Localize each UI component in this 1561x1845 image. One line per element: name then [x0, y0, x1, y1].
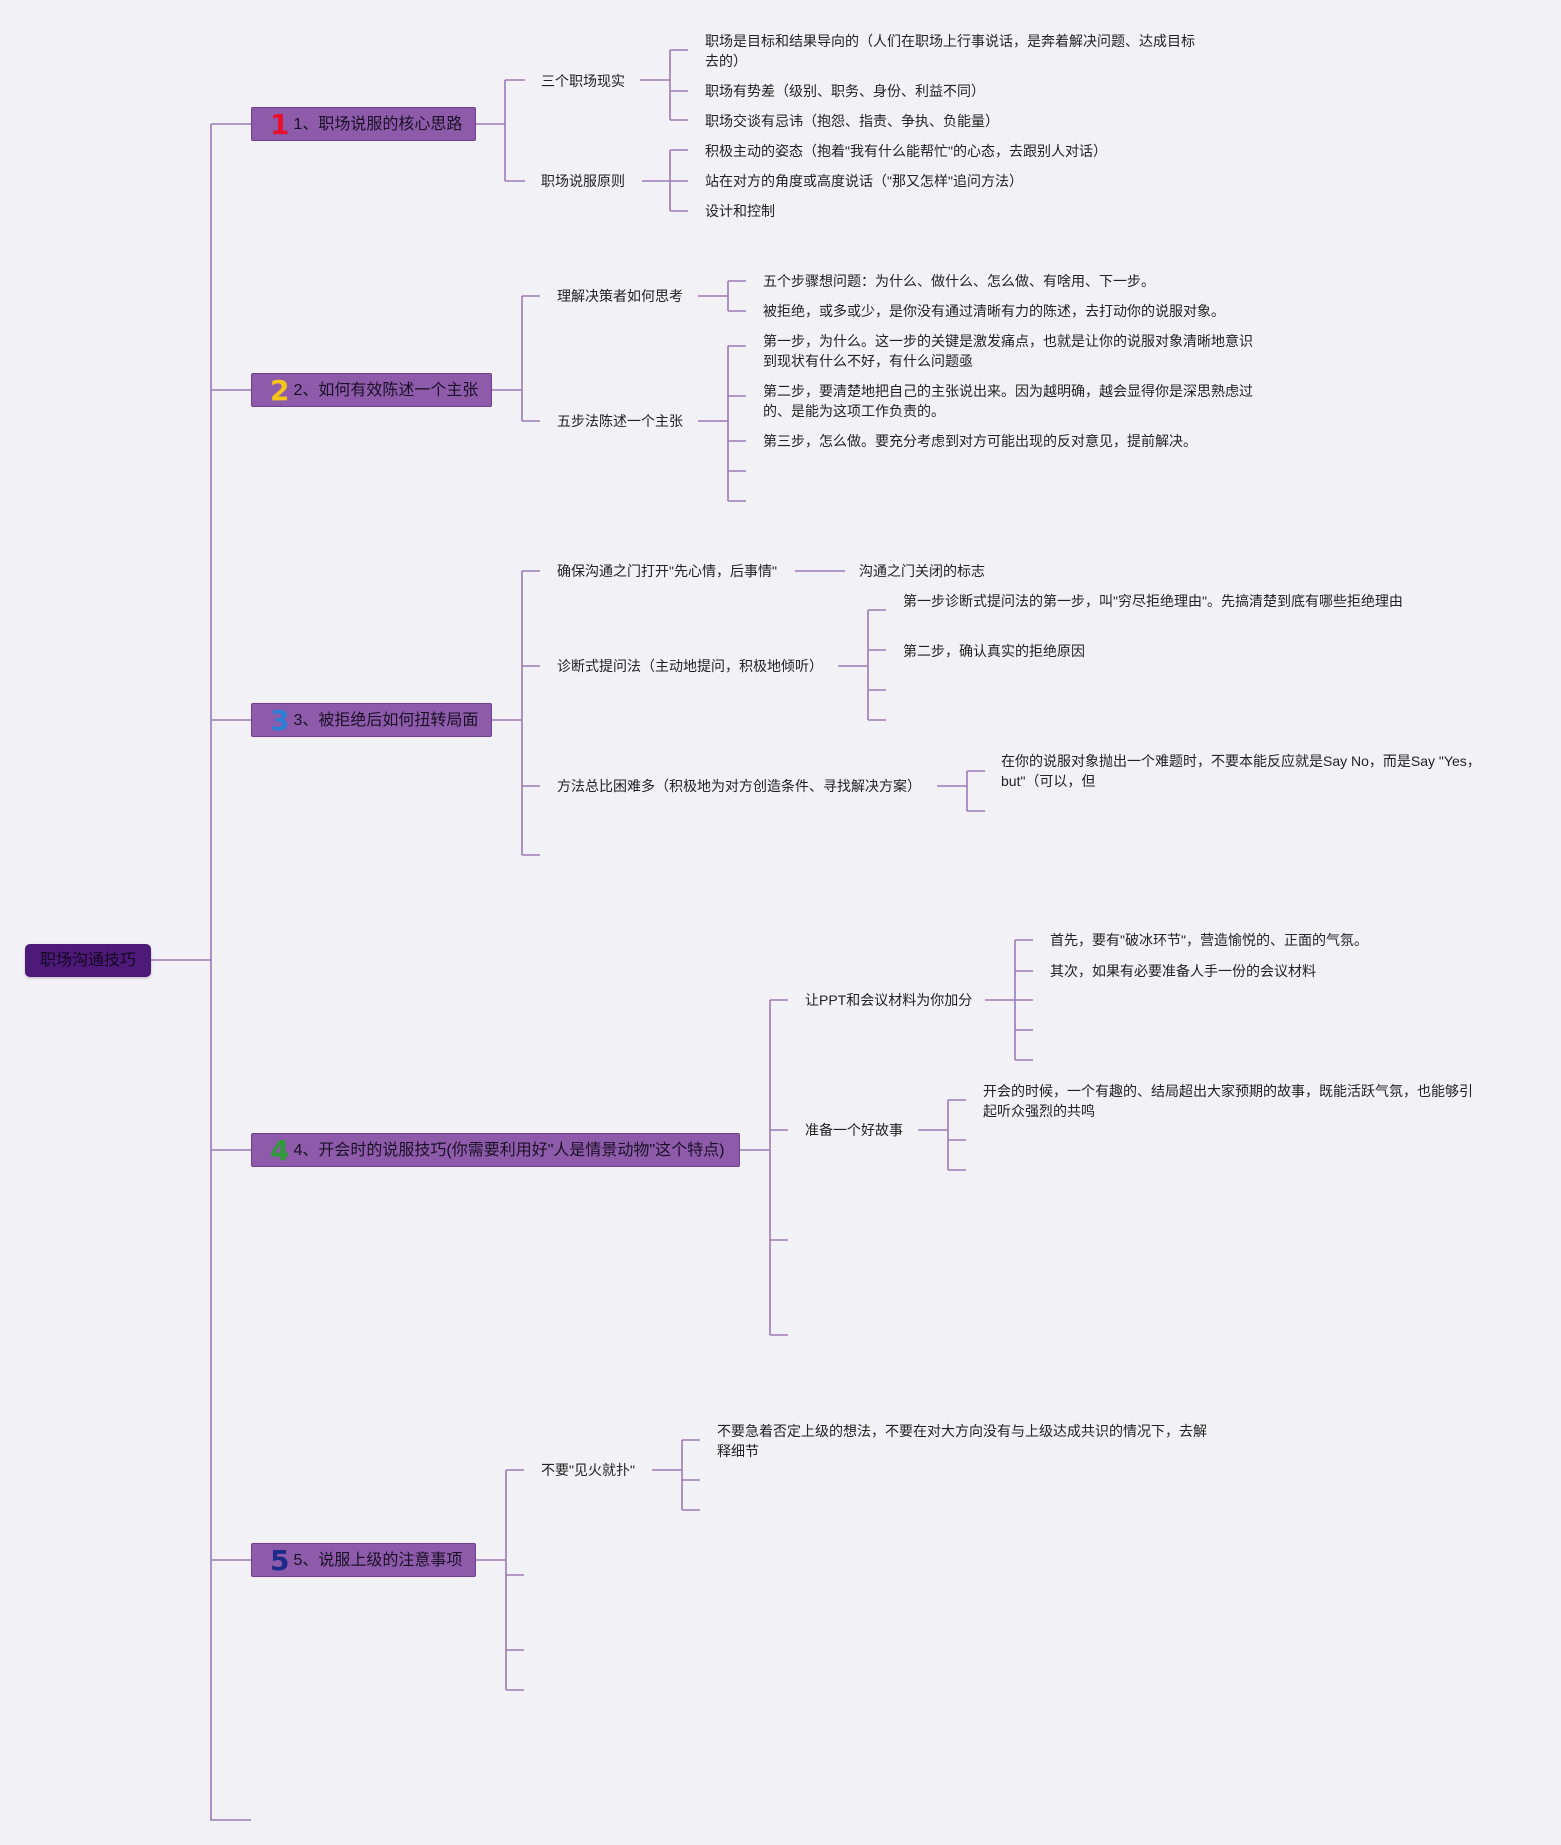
number-2-icon: 2	[270, 374, 290, 407]
b3-sub1[interactable]: 确保沟通之门打开"先心情，后事情"	[557, 563, 777, 579]
b1-sub2-leaf2[interactable]: 站在对方的角度或高度说话（"那又怎样"追问方法）	[705, 173, 1023, 189]
b5-sub1[interactable]: 不要"见火就扑"	[541, 1462, 635, 1478]
b2-sub1-leaf2[interactable]: 被拒绝，或多或少，是你没有通过清晰有力的陈述，去打动你的说服对象。	[763, 303, 1225, 319]
branch-5-label: 5、说服上级的注意事项	[293, 1552, 463, 1569]
b1-sub1-leaf3[interactable]: 职场交谈有忌讳（抱怨、指责、争执、负能量）	[705, 113, 999, 129]
b1-sub1-leaf1[interactable]: 职场是目标和结果导向的（人们在职场上行事说话，是奔着解决问题、达成目标去的）	[705, 33, 1195, 69]
b1-sub1-leaf2[interactable]: 职场有势差（级别、职务、身份、利益不同）	[705, 83, 985, 99]
b3-sub2[interactable]: 诊断式提问法（主动地提问，积极地倾听）	[557, 658, 823, 674]
b2-sub1-leaf1[interactable]: 五个步骤想问题：为什么、做什么、怎么做、有啥用、下一步。	[763, 273, 1155, 289]
b3-sub2-leaf1[interactable]: 第一步诊断式提问法的第一步，叫"穷尽拒绝理由"。先搞清楚到底有哪些拒绝理由	[903, 593, 1403, 609]
b3-sub2-leaf2[interactable]: 第二步，确认真实的拒绝原因	[903, 643, 1085, 659]
b2-sub2[interactable]: 五步法陈述一个主张	[557, 413, 683, 429]
b2-sub2-leaf1[interactable]: 第一步，为什么。这一步的关键是激发痛点，也就是让你的说服对象清晰地意识到现状有什…	[763, 333, 1253, 369]
b4-sub2[interactable]: 准备一个好故事	[805, 1122, 903, 1138]
b4-sub1[interactable]: 让PPT和会议材料为你加分	[805, 992, 973, 1008]
b4-sub2-leaf1[interactable]: 开会的时候，一个有趣的、结局超出大家预期的故事，既能活跃气氛，也能够引起听众强烈…	[983, 1083, 1473, 1119]
branch-2-label: 2、如何有效陈述一个主张	[293, 382, 479, 399]
b5-sub1-leaf1[interactable]: 不要急着否定上级的想法，不要在对大方向没有与上级达成共识的情况下，去解释细节	[717, 1423, 1207, 1459]
b1-sub2[interactable]: 职场说服原则	[541, 173, 625, 189]
b4-sub1-leaf1[interactable]: 首先，要有"破冰环节"，营造愉悦的、正面的气氛。	[1050, 932, 1368, 948]
b2-sub2-leaf2[interactable]: 第二步，要清楚地把自己的主张说出来。因为越明确，越会显得你是深思熟虑过的、是能为…	[763, 383, 1253, 419]
number-4-icon: 4	[270, 1134, 290, 1167]
b3-sub3[interactable]: 方法总比困难多（积极地为对方创造条件、寻找解决方案）	[557, 778, 921, 794]
number-1-icon: 1	[270, 108, 290, 141]
b3-sub3-leaf1[interactable]: 在你的说服对象抛出一个难题时，不要本能反应就是Say No，而是Say "Yes…	[1001, 753, 1481, 789]
b1-sub2-leaf1[interactable]: 积极主动的姿态（抱着"我有什么能帮忙"的心态，去跟别人对话）	[705, 143, 1107, 159]
b4-sub1-leaf2[interactable]: 其次，如果有必要准备人手一份的会议材料	[1050, 963, 1316, 979]
b1-sub2-leaf3[interactable]: 设计和控制	[705, 203, 775, 219]
b2-sub1[interactable]: 理解决策者如何思考	[557, 288, 683, 304]
branch-4-label: 4、开会时的说服技巧(你需要利用好"人是情景动物"这个特点)	[293, 1142, 725, 1159]
number-3-icon: 3	[270, 704, 290, 737]
root-topic[interactable]: 职场沟通技巧	[25, 944, 151, 977]
b3-sub1-leaf1[interactable]: 沟通之门关闭的标志	[859, 563, 985, 579]
branch-1-label: 1、职场说服的核心思路	[293, 116, 463, 133]
number-5-icon: 5	[270, 1544, 290, 1577]
b2-sub2-leaf3[interactable]: 第三步，怎么做。要充分考虑到对方可能出现的反对意见，提前解决。	[763, 433, 1197, 449]
b1-sub1[interactable]: 三个职场现实	[541, 73, 625, 89]
branch-3-label: 3、被拒绝后如何扭转局面	[293, 712, 479, 729]
